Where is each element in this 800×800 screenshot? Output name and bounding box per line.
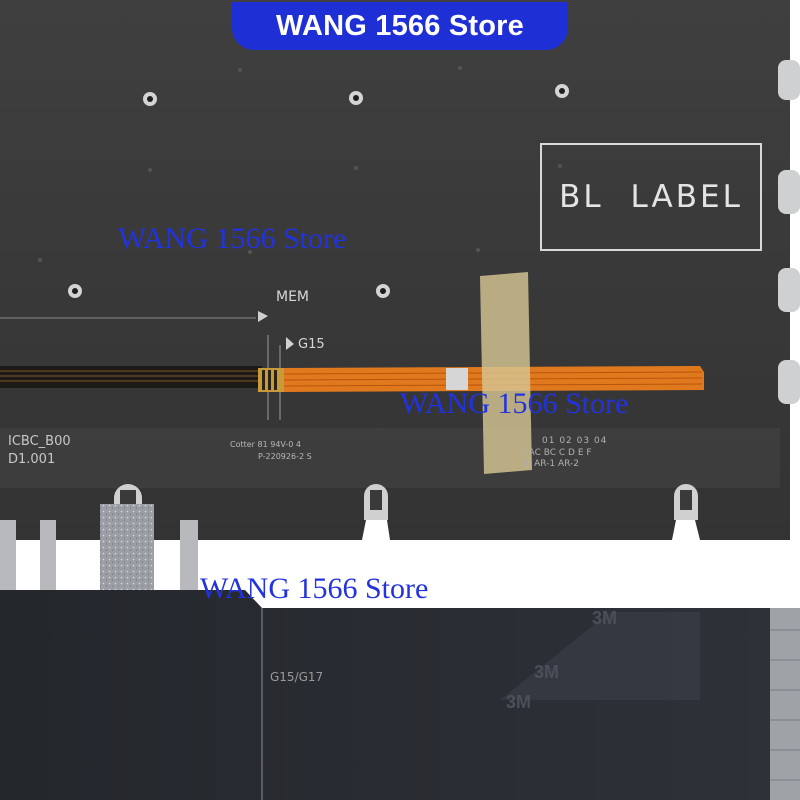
board-surface bbox=[0, 0, 790, 540]
store-watermark: WANG 1566 Store bbox=[118, 222, 347, 255]
mem-label: MEM bbox=[276, 289, 310, 305]
edge-connector bbox=[770, 608, 800, 800]
store-watermark: WANG 1566 Store bbox=[200, 572, 429, 605]
silver-component bbox=[446, 368, 468, 390]
tape-3m-mark: 3M bbox=[592, 608, 618, 628]
silver-fingers bbox=[0, 504, 198, 610]
kapton-tape bbox=[480, 272, 532, 474]
right-edge-clips bbox=[778, 60, 800, 404]
printed-code-line3: 01 02 03 04 bbox=[542, 436, 608, 446]
printed-code-line2: P-220926-2 S bbox=[258, 452, 312, 461]
black-ribbon-cable bbox=[0, 366, 262, 388]
tape-3m-mark: 3M bbox=[534, 662, 560, 682]
store-banner-text: WANG 1566 Store bbox=[276, 9, 524, 42]
tape-3m-mark: 3M bbox=[506, 692, 532, 712]
left-code-line1: ICBC_B00 bbox=[8, 434, 71, 449]
g15-label: G15 bbox=[298, 337, 325, 352]
g15-arrow-icon bbox=[286, 337, 294, 350]
printed-code-line4: 5 AC BC C D E F bbox=[520, 448, 592, 458]
model-label: G15/G17 bbox=[270, 670, 324, 684]
printed-code-line1: Cotter 81 94V-0 4 bbox=[230, 440, 302, 449]
mem-arrow-icon bbox=[258, 311, 268, 322]
board-dots bbox=[38, 66, 562, 262]
printed-code-line5: th AR-1 AR-2 bbox=[522, 459, 579, 469]
store-banner: WANG 1566 Store bbox=[232, 2, 568, 50]
left-code-line2: D1.001 bbox=[8, 452, 56, 467]
printed-strip bbox=[0, 428, 780, 488]
tape-overlay bbox=[500, 612, 700, 700]
screw-holes bbox=[68, 84, 569, 298]
bl-label-text: BL LABEL bbox=[559, 179, 743, 215]
store-watermark: WANG 1566 Store bbox=[400, 387, 629, 420]
bl-label-box: BL LABEL bbox=[540, 143, 762, 251]
